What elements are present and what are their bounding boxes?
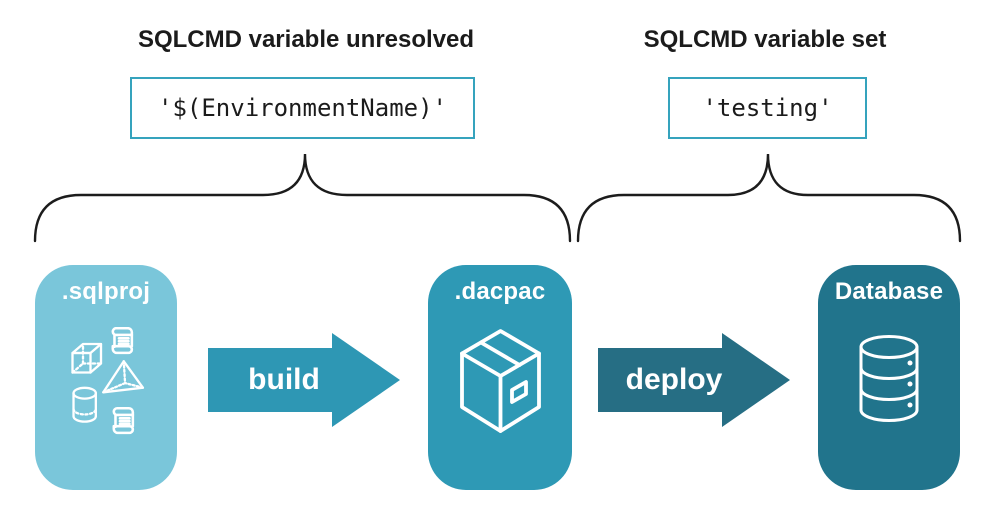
heading-sqlcmd-unresolved: SQLCMD variable unresolved	[137, 26, 475, 53]
code-text-unresolved: '$(EnvironmentName)'	[158, 94, 447, 122]
build-arrow	[208, 333, 400, 427]
deploy-arrow-label: deploy	[625, 363, 723, 396]
deploy-arrow	[598, 333, 790, 427]
heading-sqlcmd-set: SQLCMD variable set	[643, 26, 887, 53]
database-icon	[859, 335, 919, 422]
stage-dacpac: .dacpac	[428, 265, 572, 490]
code-box-set: 'testing'	[668, 77, 867, 139]
sql-objects-icon	[71, 327, 145, 435]
stage-dacpac-label: .dacpac	[454, 278, 546, 305]
package-icon	[459, 329, 541, 433]
stage-database: Database	[818, 265, 960, 490]
code-box-unresolved: '$(EnvironmentName)'	[130, 77, 475, 139]
code-text-set: 'testing'	[702, 94, 833, 122]
build-arrow-label: build	[248, 363, 320, 396]
stage-sqlproj-label: .sqlproj	[61, 278, 151, 305]
left-brace	[33, 153, 572, 243]
scroll-icon	[111, 327, 134, 355]
right-brace	[576, 153, 962, 243]
stage-sqlproj: .sqlproj	[35, 265, 177, 490]
pyramid-icon	[102, 360, 145, 394]
stage-database-label: Database	[834, 278, 944, 305]
cube-icon	[71, 342, 103, 374]
scroll-icon	[112, 406, 135, 435]
cylinder-icon	[72, 386, 97, 423]
